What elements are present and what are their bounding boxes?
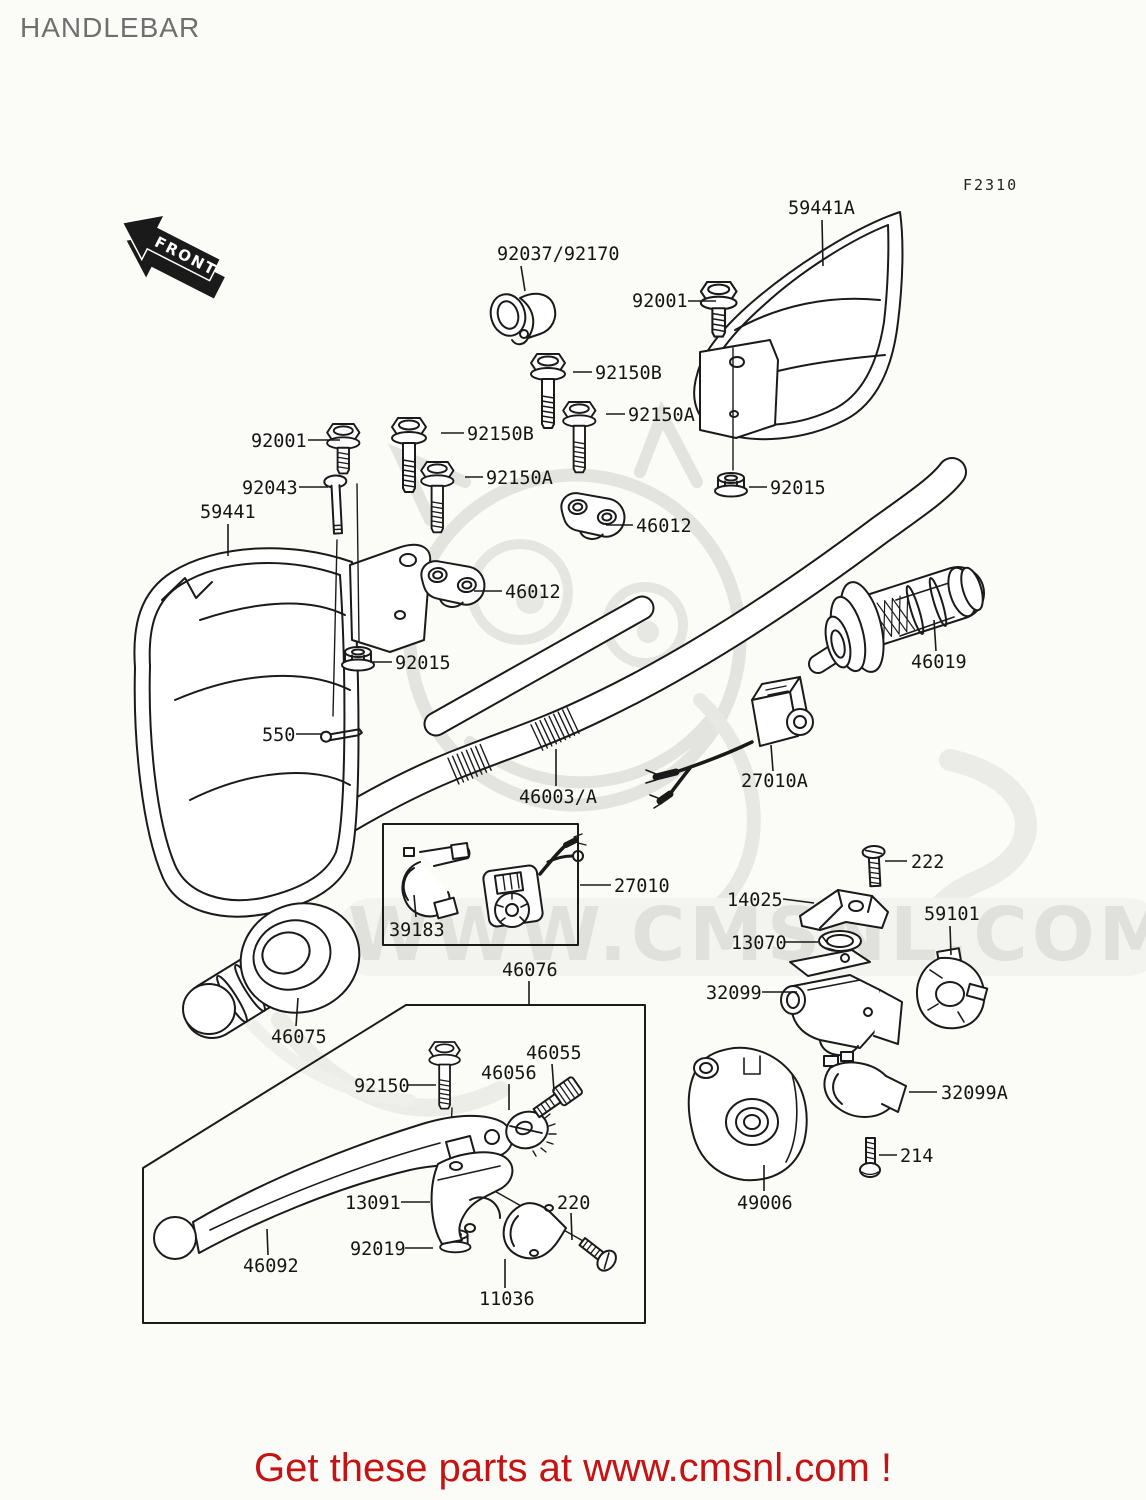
part-label-92037/92170: 92037/92170: [497, 244, 620, 265]
part-label-32099: 32099: [706, 983, 762, 1004]
screw-222: [861, 844, 886, 888]
part-label-92150A: 92150A: [628, 405, 695, 426]
leader-line: [551, 1063, 555, 1092]
cotter-pin-550: [319, 728, 363, 743]
screw-220: [578, 1237, 617, 1272]
knurl-band: [530, 707, 580, 751]
part-label-13070: 13070: [731, 933, 787, 954]
hand-guard-left: [133, 543, 432, 918]
cable-clamp-92037: [489, 292, 557, 346]
nut-92015-left: [341, 646, 375, 672]
screw-214: [859, 1137, 881, 1178]
part-label-92150A: 92150A: [486, 468, 553, 489]
part-label-27010A: 27010A: [741, 771, 808, 792]
part-label-550: 550: [262, 725, 295, 746]
footer-banner[interactable]: Get these parts at www.cmsnl.com !: [254, 1446, 892, 1490]
label-layer: 59441A 92037/92170 92001 92150B 92150A 92150B…: [200, 198, 1008, 1310]
lever-holder-13091: [430, 1135, 514, 1245]
part-label-214: 214: [900, 1146, 933, 1167]
part-label-13091: 13091: [345, 1193, 401, 1214]
part-label-39183: 39183: [389, 920, 445, 941]
figure-code: F2310: [963, 176, 1019, 194]
part-label-92150B: 92150B: [467, 424, 534, 445]
part-label-46075: 46075: [271, 1027, 327, 1048]
adjuster-screw-46055: [532, 1076, 583, 1119]
part-label-32099A: 32099A: [941, 1083, 1008, 1104]
part-label-46056: 46056: [481, 1063, 537, 1084]
clamp-46012-upper: [559, 487, 628, 543]
part-label-49006: 49006: [737, 1193, 793, 1214]
clamp-half-11036: [502, 1202, 567, 1260]
part-label-92150B: 92150B: [595, 363, 662, 384]
part-label-59441A: 59441A: [788, 198, 855, 219]
part-label-92001: 92001: [632, 291, 688, 312]
part-label-27010: 27010: [614, 876, 670, 897]
cover-49006: [687, 1046, 808, 1182]
throttle-grip-46019: [808, 566, 985, 674]
grip-left-46075: [182, 902, 361, 1039]
leader-line: [570, 1212, 573, 1241]
part-label-46012: 46012: [505, 582, 561, 603]
lever-kit-box: [142, 1004, 646, 1324]
handlebar-crossbar: [423, 595, 655, 737]
part-label-46092: 46092: [243, 1256, 299, 1277]
part-label-46012: 46012: [636, 516, 692, 537]
leader-line: [520, 265, 526, 292]
pin-92043: [323, 474, 348, 535]
leader-line: [949, 925, 952, 956]
bolt-92001-left: [326, 423, 361, 475]
switch-27010: [482, 833, 587, 928]
part-label-220: 220: [557, 1193, 590, 1214]
leader-line: [295, 997, 299, 1027]
part-label-222: 222: [911, 852, 944, 873]
leader-line: [413, 894, 417, 918]
part-label-92001: 92001: [251, 431, 307, 452]
part-label-59441: 59441: [200, 502, 256, 523]
lever-46092: [153, 1114, 514, 1260]
part-label-59101: 59101: [924, 904, 980, 925]
watermark-text: WWW.CMSNL.COM: [348, 892, 1146, 978]
leader-line: [782, 898, 815, 904]
leader-line: [266, 1228, 269, 1256]
leader-line: [770, 744, 774, 772]
hand-guard-right: [693, 211, 904, 441]
nut-92015-right: [714, 472, 748, 498]
part-label-92150: 92150: [354, 1076, 410, 1097]
page-title: HANDLEBAR: [20, 12, 201, 43]
part-label-92043: 92043: [242, 478, 298, 499]
kit-box-46076: [382, 823, 579, 946]
housing-32099: [780, 949, 903, 1057]
part-label-46076: 46076: [502, 960, 558, 981]
switch-27010A: [645, 676, 814, 809]
part-label-46003/A: 46003/A: [519, 787, 597, 808]
part-label-92015: 92015: [770, 478, 826, 499]
part-label-11036: 11036: [479, 1289, 535, 1310]
part-label-46055: 46055: [526, 1043, 582, 1064]
housing-32099A: [823, 1051, 907, 1118]
front-arrow: FRONT: [121, 213, 225, 299]
part-label-92019: 92019: [350, 1239, 406, 1260]
bolt-92150A-1: [562, 401, 597, 474]
bolt-92150B-1: [530, 353, 566, 429]
leader-line: [933, 619, 937, 652]
adjuster-nut-46056: [505, 1110, 557, 1157]
part-label-14025: 14025: [727, 890, 783, 911]
knurl-band: [447, 743, 492, 785]
leader-line: [821, 219, 824, 267]
ring-13070: [818, 930, 862, 952]
plate-14025: [799, 889, 889, 931]
part-label-92015: 92015: [395, 653, 451, 674]
part-label-46019: 46019: [911, 652, 967, 673]
clamp-59101: [916, 947, 989, 1030]
